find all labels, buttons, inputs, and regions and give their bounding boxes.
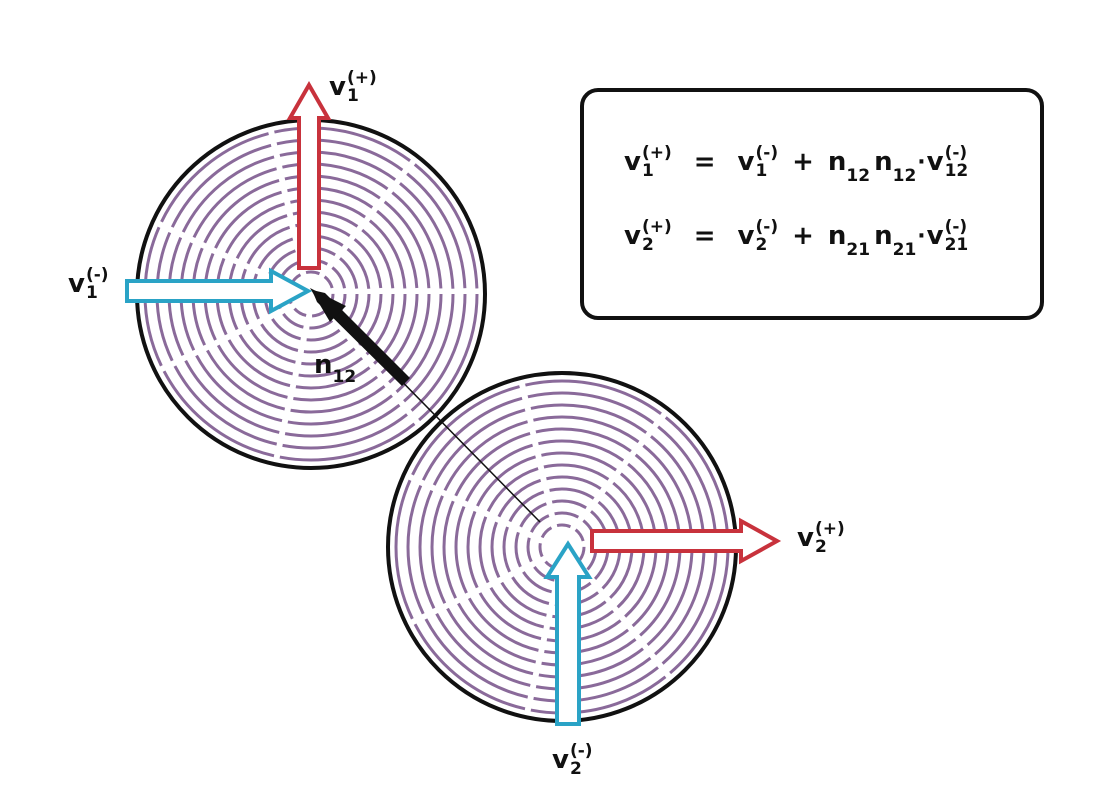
label-v2-minus: v (-)2 (552, 741, 593, 779)
disk-ring (538, 523, 586, 571)
label-v1-minus: v (-)1 (68, 265, 109, 303)
v2-plus-arrow (590, 517, 782, 565)
disk-background (388, 373, 736, 721)
label-n12: n12 (314, 350, 357, 387)
v1-minus-arrow (125, 267, 313, 315)
v1-plus-arrow (286, 80, 332, 270)
label-v1-plus: v (+)1 (329, 68, 377, 106)
label-v2-plus: v (+)2 (797, 519, 845, 557)
v2-minus-arrow (543, 540, 593, 726)
normal-vector-arrowhead (310, 288, 346, 322)
